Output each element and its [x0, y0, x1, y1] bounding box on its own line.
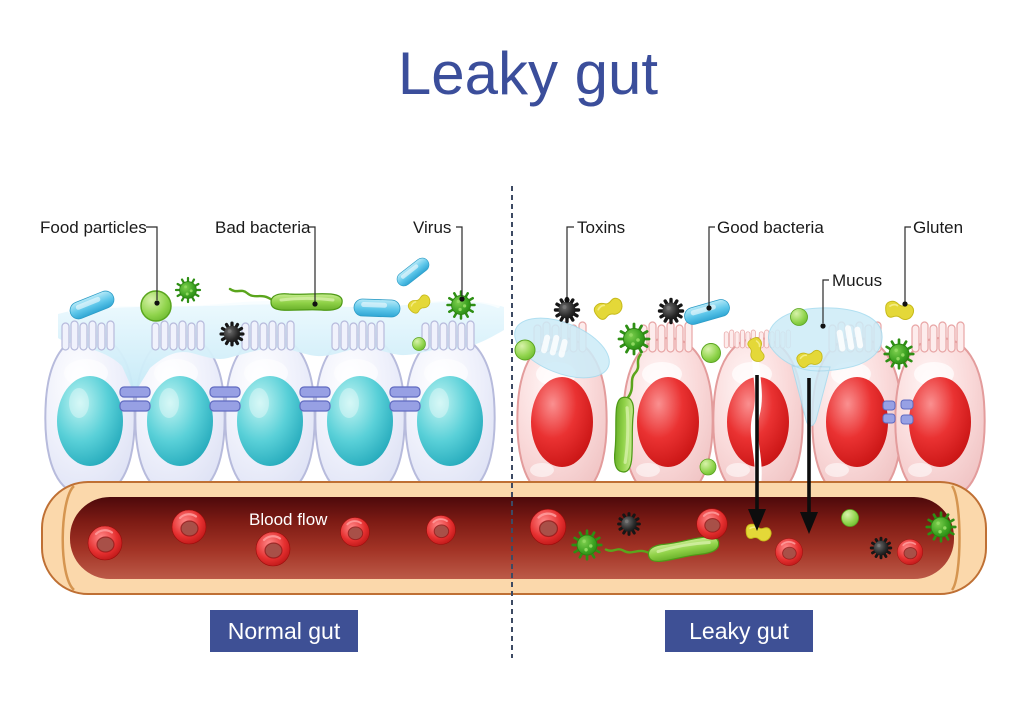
toxin-icon: [657, 297, 685, 325]
callout-line-mucus: [822, 279, 829, 323]
blood-flow-label: Blood flow: [249, 510, 328, 529]
page-title: Leaky gut: [398, 40, 659, 107]
label-virus: Virus: [413, 218, 451, 237]
red-blood-cell-icon: [86, 524, 124, 562]
vessel-right-rim: [950, 485, 961, 591]
leaky-gut-section: [514, 295, 986, 500]
badge-label-leaky: Leaky gut: [689, 618, 789, 644]
food-particle-icon: [701, 343, 721, 363]
food-particle-icon: [412, 337, 426, 351]
red-blood-cell-icon: [896, 538, 924, 566]
callout-line-food-particles: [146, 226, 158, 300]
label-gluten: Gluten: [913, 218, 963, 237]
leaky-gut-badge: Leaky gut: [665, 610, 813, 652]
normal-cell: [224, 334, 316, 497]
callout-dot: [706, 305, 712, 311]
label-food-particles: Food particles: [40, 218, 147, 237]
red-blood-cell-icon: [774, 537, 804, 567]
mucus-villi-white: [541, 334, 568, 358]
badge-rect: [210, 610, 358, 652]
good-bacteria-icon: [682, 296, 732, 328]
callout-dot: [312, 301, 318, 307]
leaky-cell: [622, 337, 714, 500]
normal-gut-badge: Normal gut: [210, 610, 358, 652]
callout-line-toxins: [566, 226, 574, 298]
food-particle-icon: [790, 308, 808, 326]
food-particle-icon: [514, 339, 536, 361]
red-blood-cell-icon: [254, 530, 292, 568]
red-blood-cell-icon: [528, 507, 568, 547]
food-particle-icon: [699, 458, 717, 476]
blue-capsule-icon: [353, 298, 401, 318]
red-blood-cell-icon: [695, 507, 729, 541]
label-good-bacteria: Good bacteria: [717, 218, 824, 237]
virus-icon: [174, 276, 202, 304]
label-bad-bacteria: Bad bacteria: [215, 218, 311, 237]
normal-cell: [314, 334, 406, 497]
mucus-villi-white: [836, 325, 864, 352]
food-particle-icon: [140, 290, 172, 322]
normal-cell: [404, 334, 496, 497]
callout-line-good-bacteria: [708, 226, 715, 306]
red-blood-cell-icon: [170, 508, 208, 546]
gluten-icon: [591, 295, 626, 323]
badge-rect: [665, 610, 813, 652]
callout-line-virus: [456, 226, 463, 296]
callout-dot: [459, 296, 465, 302]
red-blood-cell-icon: [339, 516, 371, 548]
callout-dot: [564, 297, 570, 303]
gluten-icon: [882, 299, 916, 323]
normal-gut-section: [44, 254, 504, 497]
badge-label-normal: Normal gut: [228, 618, 341, 644]
blood-vessel: Blood flow: [41, 481, 987, 595]
food-particle-icon: [841, 509, 859, 527]
callout-dot: [154, 300, 160, 306]
callout-dot: [820, 323, 826, 329]
label-toxins: Toxins: [577, 218, 625, 237]
label-mucus: Mucus: [832, 271, 882, 290]
vessel-left-rim: [61, 485, 75, 591]
red-blood-cell-icon: [425, 514, 457, 546]
callout-line-bad-bacteria: [309, 226, 316, 302]
callout-line-gluten: [904, 226, 911, 302]
blue-capsule-icon: [393, 254, 433, 290]
callout-dot: [902, 301, 908, 307]
